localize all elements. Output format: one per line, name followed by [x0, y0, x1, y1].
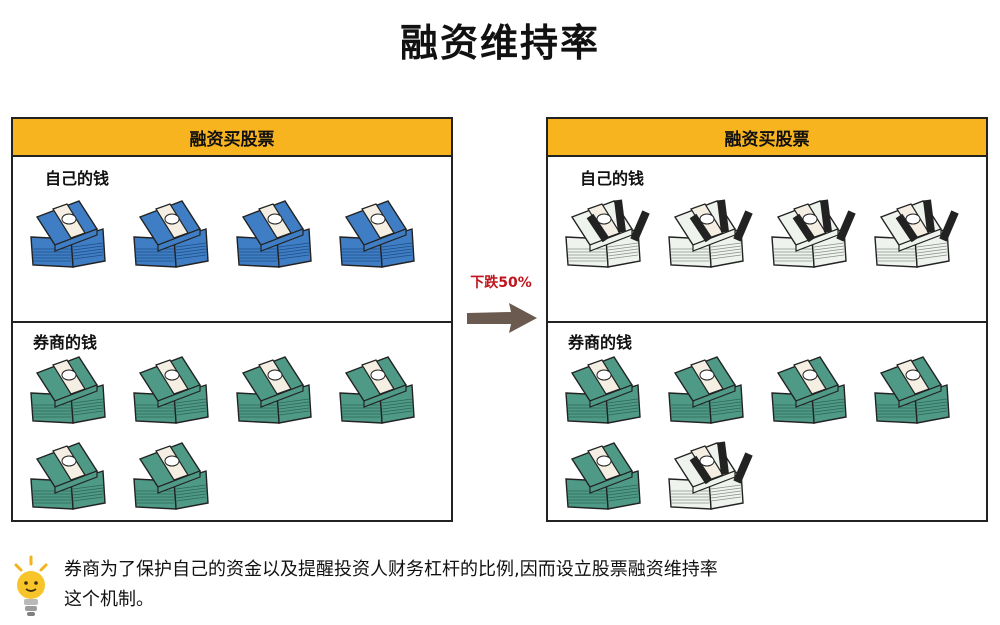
right-panel: 融资买股票 自己的钱: [546, 117, 988, 522]
panel-header: 融资买股票: [548, 119, 986, 157]
money-stack-icon: [27, 441, 107, 511]
money-stack-icon: [233, 355, 313, 425]
money-stack-icon: [768, 199, 856, 269]
spark-lines-icon: [689, 199, 753, 243]
right-arrow-icon: [467, 303, 537, 333]
own-money-label: 自己的钱: [45, 169, 110, 188]
broker-money-label: 券商的钱: [568, 333, 633, 352]
money-stack-icon: [768, 355, 848, 425]
money-stack-icon: [665, 355, 745, 425]
spark-lines-icon: [689, 441, 753, 485]
lightbulb-icon: [14, 555, 48, 616]
spark-lines-icon: [792, 199, 856, 243]
broker-money-label: 券商的钱: [33, 333, 98, 352]
own-money-section: 自己的钱: [13, 157, 451, 323]
money-stack-icon: [233, 199, 313, 269]
panel-header: 融资买股票: [13, 119, 451, 157]
money-stack-icon: [27, 355, 107, 425]
arrow-label: 下跌50%: [470, 275, 532, 291]
money-stack-icon: [130, 355, 210, 425]
money-stack-icon: [665, 441, 753, 511]
money-stack-icon: [336, 199, 416, 269]
money-stack-icon: [562, 441, 642, 511]
spark-lines-icon: [895, 199, 959, 243]
note: 券商为了保护自己的资金以及提醒投资人财务杠杆的比例,因而设立股票融资维持率这个机…: [12, 555, 734, 619]
own-money-section: 自己的钱: [548, 157, 986, 323]
own-money-label: 自己的钱: [580, 169, 645, 188]
money-stack-icon: [336, 355, 416, 425]
money-stack-icon: [562, 199, 650, 269]
money-stack-icon: [130, 199, 210, 269]
money-stack-icon: [130, 441, 210, 511]
page-title: 融资维持率: [399, 21, 600, 65]
broker-money-section: 券商的钱: [13, 323, 451, 522]
money-stack-icon: [562, 355, 642, 425]
money-stack-icon: [665, 199, 753, 269]
note-text: 券商为了保护自己的资金以及提醒投资人财务杠杆的比例,因而设立股票融资维持率这个机…: [64, 559, 718, 610]
left-panel: 融资买股票 自己的钱: [11, 117, 453, 522]
money-stack-icon: [871, 355, 951, 425]
money-stack-icon: [27, 199, 107, 269]
money-stack-icon: [871, 199, 959, 269]
broker-money-section: 券商的钱: [548, 323, 986, 522]
spark-lines-icon: [586, 199, 650, 243]
decline-arrow: 下跌50%: [459, 268, 543, 338]
